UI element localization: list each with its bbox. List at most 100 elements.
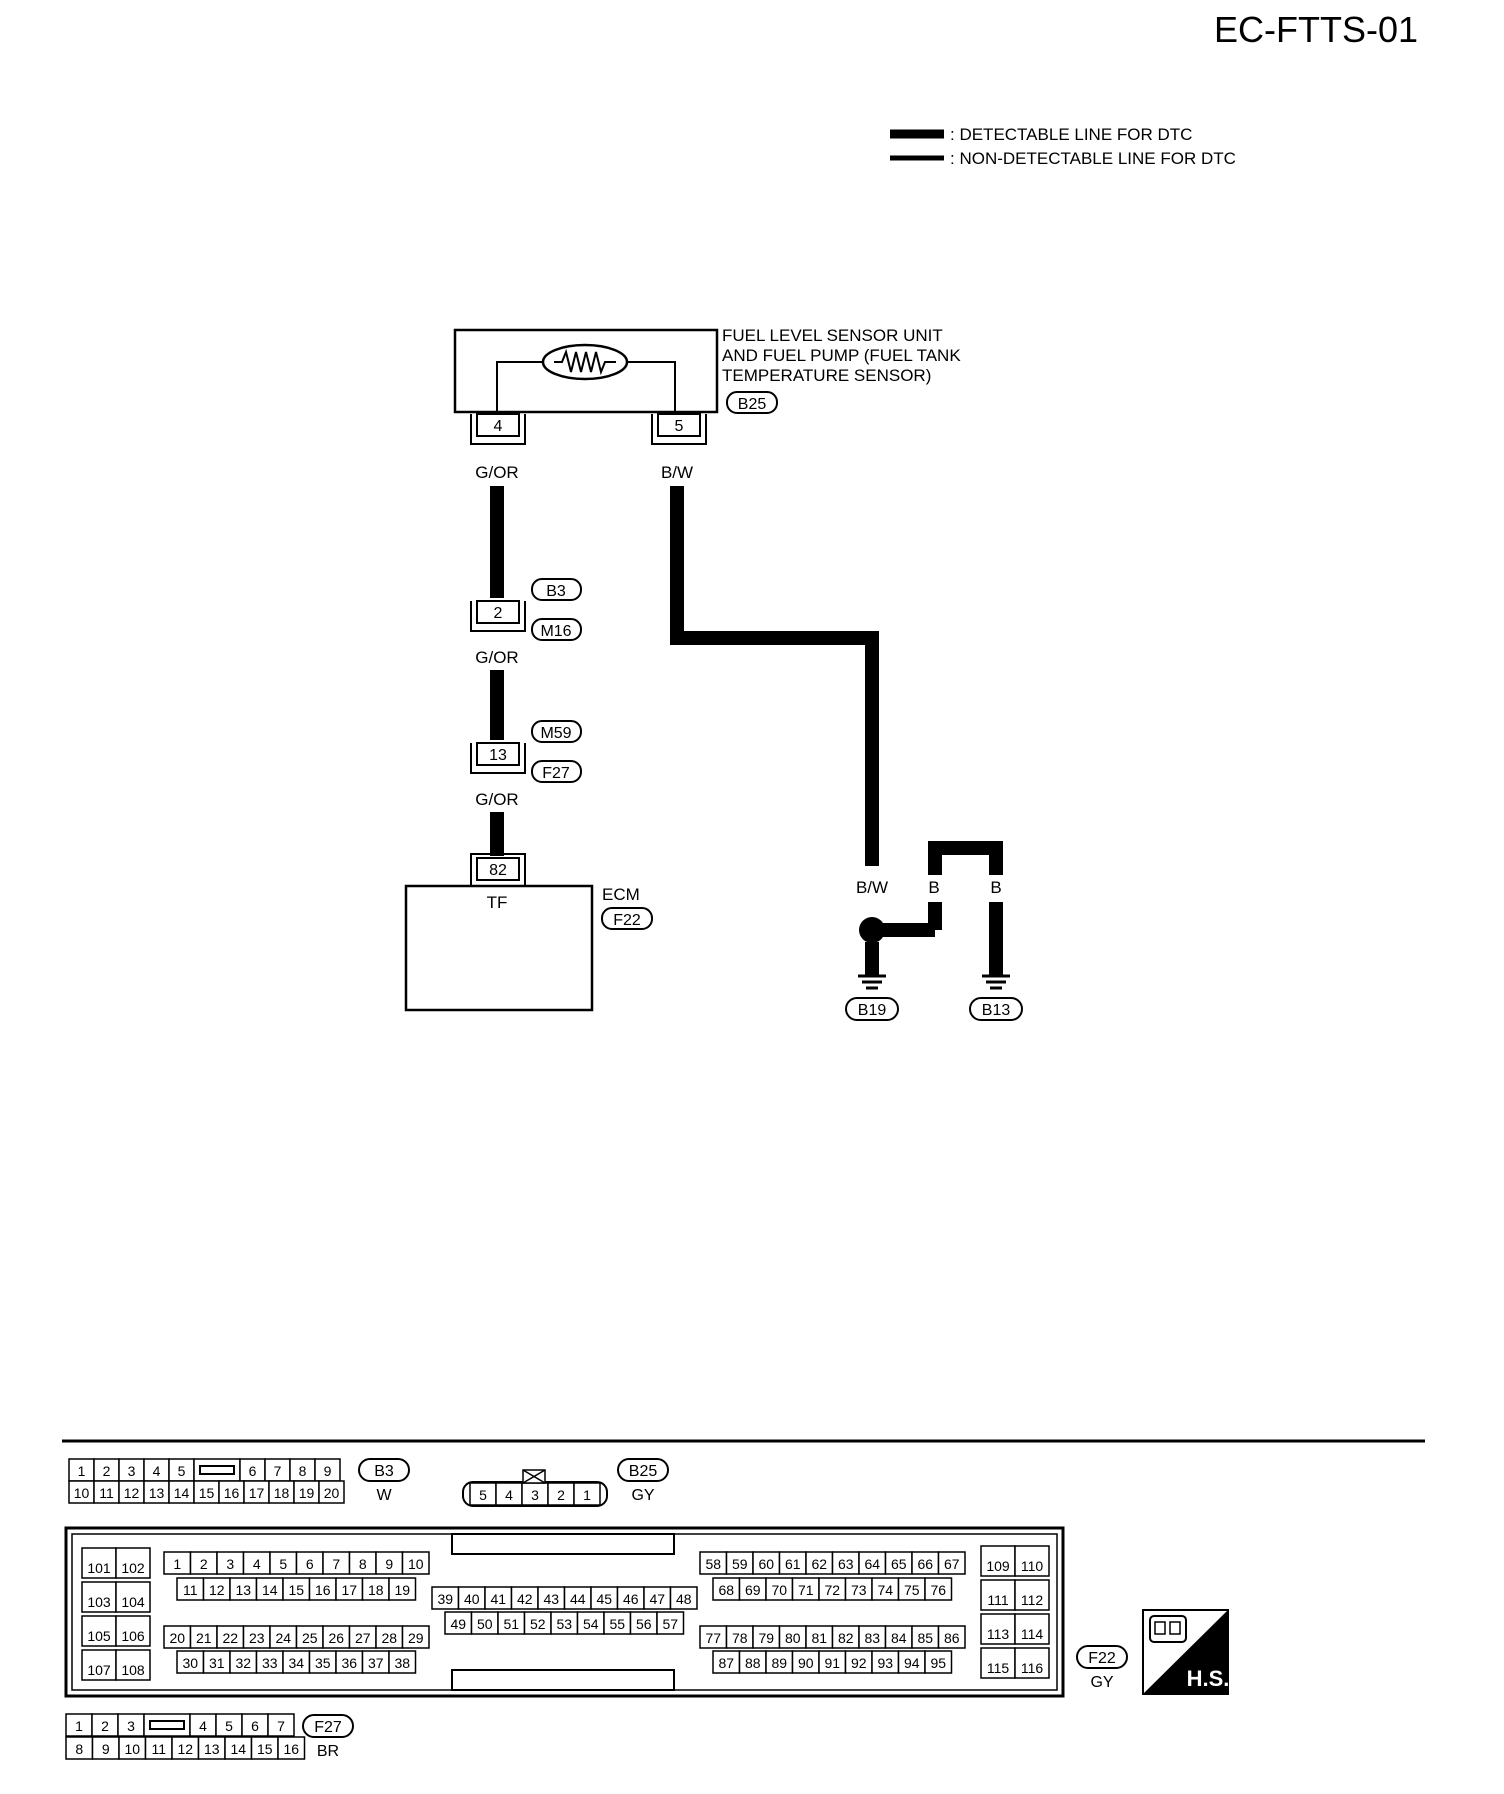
legend-detectable-text: : DETECTABLE LINE FOR DTC xyxy=(950,125,1192,144)
f22-a2-pin-13: 13 xyxy=(229,1577,258,1601)
f22-a2-pin-15: 15 xyxy=(282,1577,311,1601)
svg-text:92: 92 xyxy=(851,1655,867,1671)
f22-d1-pin-63: 63 xyxy=(831,1551,860,1575)
svg-text:15: 15 xyxy=(288,1582,304,1598)
svg-text:44: 44 xyxy=(570,1591,586,1607)
f22-a2-pin-14: 14 xyxy=(255,1577,284,1601)
svg-text:64: 64 xyxy=(864,1556,880,1572)
svg-text:61: 61 xyxy=(785,1556,801,1572)
svg-text:11: 11 xyxy=(183,1582,198,1598)
thermistor-symbol xyxy=(541,343,629,381)
svg-text:113: 113 xyxy=(987,1626,1010,1642)
wire-color-right-top: B/W xyxy=(661,463,693,482)
svg-text:108: 108 xyxy=(121,1662,145,1678)
sensor-label-line1: FUEL LEVEL SENSOR UNIT xyxy=(722,326,943,345)
badge-f22 xyxy=(601,907,653,930)
svg-text:7: 7 xyxy=(274,1463,282,1479)
svg-text:43: 43 xyxy=(543,1591,559,1607)
wire-color-left-top: G/OR xyxy=(475,463,518,482)
svg-text:51: 51 xyxy=(503,1616,519,1632)
f22-pin-112: 112 xyxy=(1014,1579,1050,1611)
f27-r2-pin-9: 9 xyxy=(91,1736,120,1760)
svg-text:17: 17 xyxy=(341,1582,357,1598)
f22-d1-pin-62: 62 xyxy=(805,1551,834,1575)
svg-text:13: 13 xyxy=(149,1485,165,1501)
b3-r2-pin-18: 18 xyxy=(268,1480,295,1504)
f22-pin-109: 109 xyxy=(980,1545,1016,1577)
svg-text:82: 82 xyxy=(838,1630,854,1646)
svg-text:79: 79 xyxy=(758,1630,774,1646)
svg-text:12: 12 xyxy=(124,1485,140,1501)
b25-pin-1: 1 xyxy=(573,1482,601,1506)
b25-pin-2: 2 xyxy=(547,1482,575,1506)
f22-d2-pin-74: 74 xyxy=(871,1577,900,1601)
svg-text:1: 1 xyxy=(75,1718,83,1734)
svg-text:59: 59 xyxy=(732,1556,748,1572)
svg-text:90: 90 xyxy=(798,1655,814,1671)
svg-text:1: 1 xyxy=(78,1463,86,1479)
f22-pin-115: 115 xyxy=(980,1647,1016,1679)
splice-point xyxy=(859,917,885,943)
f27-r2-pin-15: 15 xyxy=(250,1736,279,1760)
ecm-unit: 82 TF ECM F22 xyxy=(404,853,653,1012)
f22-b1-pin-24: 24 xyxy=(269,1625,298,1649)
sensor-label-line2: AND FUEL PUMP (FUEL TANK xyxy=(722,346,961,365)
f22-d1-pin-59: 59 xyxy=(725,1551,754,1575)
f22-pin-110: 110 xyxy=(1014,1545,1050,1577)
resistor-zigzag xyxy=(554,348,616,376)
svg-text:87: 87 xyxy=(718,1655,734,1671)
badge-m59 xyxy=(531,720,582,743)
f22-a2-pin-16: 16 xyxy=(308,1577,337,1601)
svg-text:3: 3 xyxy=(531,1487,539,1503)
b3-r2-pin-16: 16 xyxy=(218,1480,245,1504)
svg-text:71: 71 xyxy=(798,1582,814,1598)
svg-text:19: 19 xyxy=(394,1582,410,1598)
b3-r1-pin-5: 5 xyxy=(168,1458,195,1482)
f27-r2-pin-16: 16 xyxy=(277,1736,306,1760)
sensor-label-line3: TEMPERATURE SENSOR) xyxy=(722,366,931,385)
svg-text:12: 12 xyxy=(209,1582,225,1598)
svg-text:8: 8 xyxy=(75,1741,83,1757)
svg-text:57: 57 xyxy=(662,1616,678,1632)
f22-pin-104: 104 xyxy=(115,1581,151,1613)
svg-text:16: 16 xyxy=(224,1485,240,1501)
svg-text:10: 10 xyxy=(74,1485,90,1501)
f22-b2-pin-35: 35 xyxy=(308,1650,337,1674)
svg-text:15: 15 xyxy=(257,1741,273,1757)
f22-b1-pin-22: 22 xyxy=(216,1625,245,1649)
connector-hood-icon xyxy=(1149,1615,1187,1643)
svg-text:101: 101 xyxy=(87,1560,111,1576)
b3-r1-pin-8: 8 xyxy=(289,1458,316,1482)
b25-color: GY xyxy=(631,1487,654,1504)
f22-a1-pin-10: 10 xyxy=(401,1551,430,1575)
svg-text:B3: B3 xyxy=(374,1463,394,1480)
f22-a2-pin-18: 18 xyxy=(361,1577,390,1601)
svg-text:72: 72 xyxy=(824,1582,840,1598)
b3-r2-pin-15: 15 xyxy=(193,1480,220,1504)
f22-c1-pin-47: 47 xyxy=(643,1586,672,1610)
f22-c2-pin-52: 52 xyxy=(523,1611,552,1635)
wire-b-jumper xyxy=(928,841,1003,875)
f22-e2-pin-90: 90 xyxy=(791,1650,820,1674)
svg-text:2: 2 xyxy=(101,1718,109,1734)
svg-text:60: 60 xyxy=(758,1556,774,1572)
b3-r1-pin-2: 2 xyxy=(93,1458,120,1482)
svg-text:9: 9 xyxy=(324,1463,332,1479)
svg-text:47: 47 xyxy=(649,1591,665,1607)
svg-text:30: 30 xyxy=(182,1655,198,1671)
svg-text:23: 23 xyxy=(249,1630,265,1646)
f22-c1-pin-48: 48 xyxy=(669,1586,698,1610)
svg-text:13: 13 xyxy=(489,747,507,764)
f22-color: GY xyxy=(1090,1674,1113,1691)
wire-color-ground-b1: B xyxy=(928,878,939,897)
svg-text:16: 16 xyxy=(315,1582,331,1598)
badge-m16 xyxy=(531,618,582,641)
svg-text:74: 74 xyxy=(877,1582,893,1598)
f22-d1-pin-66: 66 xyxy=(911,1551,940,1575)
svg-text:58: 58 xyxy=(705,1556,721,1572)
svg-text:95: 95 xyxy=(930,1655,946,1671)
f22-a2-pin-19: 19 xyxy=(388,1577,417,1601)
b3-r1-pin-1: 1 xyxy=(68,1458,95,1482)
svg-text:31: 31 xyxy=(209,1655,225,1671)
f27-r2-pin-8: 8 xyxy=(65,1736,94,1760)
